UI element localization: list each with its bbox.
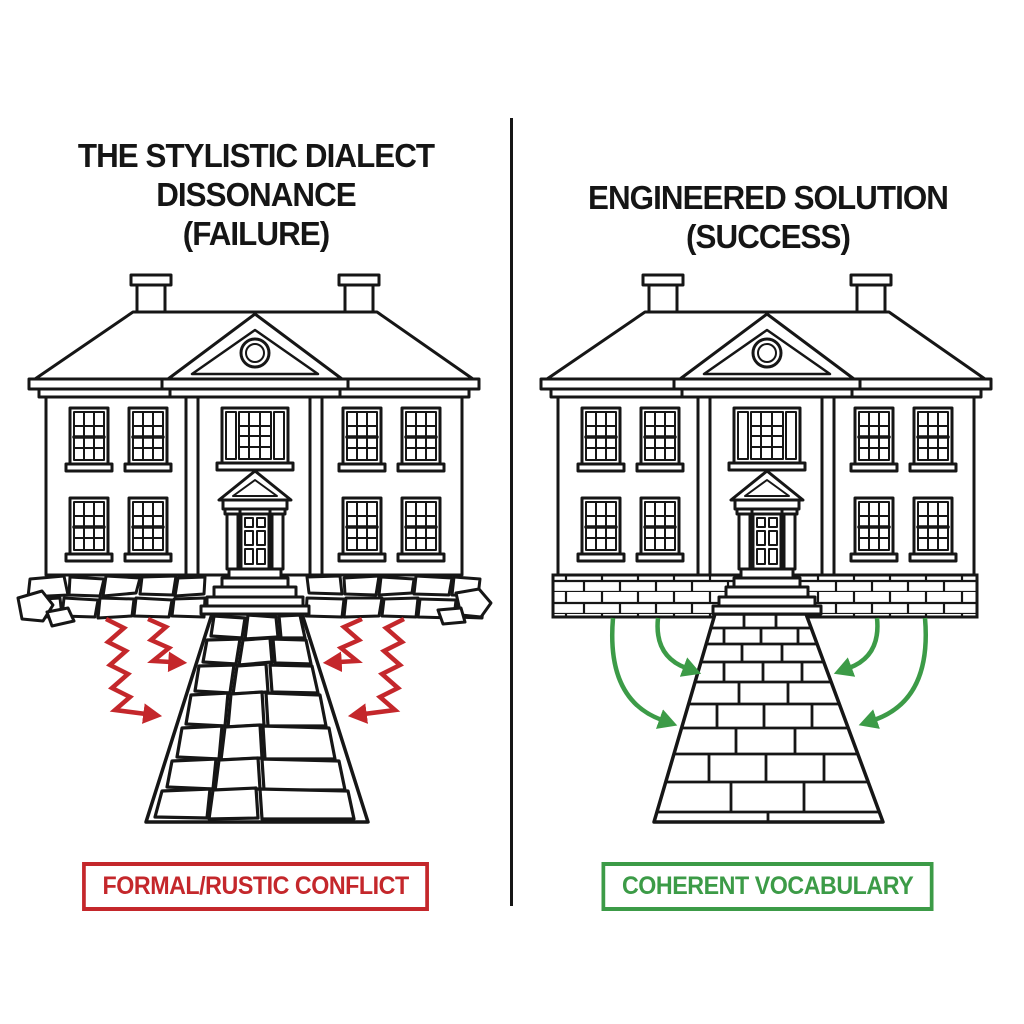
- failure-subtitle: (FAILURE): [182, 215, 330, 253]
- success-caption-badge: COHERENT VOCABULARY: [601, 862, 935, 911]
- panel-divider-line: [510, 118, 513, 906]
- regular-paver-path: [652, 612, 885, 824]
- success-title: ENGINEERED SOLUTION (SUCCESS): [525, 178, 1011, 256]
- success-panel: ENGINEERED SOLUTION (SUCCESS): [512, 0, 1024, 1024]
- failure-title-line1: THE STYLISTIC DIALECT: [77, 137, 435, 175]
- failure-panel: THE STYLISTIC DIALECT DISSONANCE (FAILUR…: [0, 136, 512, 911]
- success-house-illustration: [512, 262, 1024, 824]
- green-flow-arrows: [610, 617, 928, 729]
- failure-title: THE STYLISTIC DIALECT DISSONANCE (FAILUR…: [13, 136, 499, 253]
- success-subtitle: (SUCCESS): [686, 218, 851, 256]
- failure-house-illustration: [16, 262, 493, 824]
- failure-caption-badge: FORMAL/RUSTIC CONFLICT: [82, 862, 430, 911]
- failure-caption-wrap: FORMAL/RUSTIC CONFLICT: [0, 862, 512, 911]
- red-zigzag-conflict-arrows: [103, 616, 407, 724]
- success-caption-wrap: COHERENT VOCABULARY: [512, 862, 1024, 911]
- success-title-line1: ENGINEERED SOLUTION: [588, 179, 949, 217]
- irregular-flagstone-path: [144, 612, 370, 824]
- rubble-stone-foundation: [16, 574, 493, 628]
- failure-title-line2: DISSONANCE: [156, 176, 356, 214]
